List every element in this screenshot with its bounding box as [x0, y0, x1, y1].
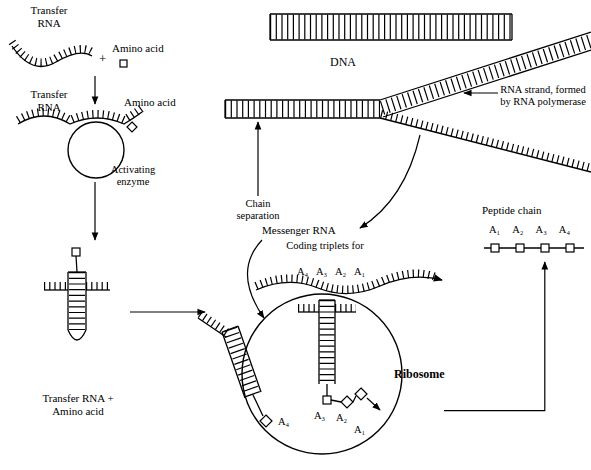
node-label: Ribosome — [394, 368, 445, 382]
trna-stem — [253, 395, 263, 416]
enzyme-circle: Activating enzyme — [64, 120, 160, 192]
peptide-bond — [331, 400, 341, 402]
trna-bases — [44, 282, 68, 290]
trna-arm — [198, 318, 226, 337]
trna-strand — [68, 271, 86, 272]
trna-base-pairs — [320, 300, 335, 384]
amino-acid-label: A₁ — [354, 424, 365, 436]
flow-arrow — [367, 398, 380, 410]
dna-end — [224, 100, 225, 118]
dna-strand — [225, 117, 380, 118]
trna-bases — [18, 108, 142, 120]
dna-end — [269, 14, 270, 40]
trna-arm — [86, 289, 110, 290]
trna-strand — [319, 299, 335, 300]
trna-strand — [238, 326, 261, 392]
molecule-label: Transfer RNA — [20, 4, 78, 29]
trna-bases — [298, 304, 319, 312]
dna-strand — [225, 99, 380, 100]
flow-arrow — [130, 311, 205, 312]
flow-arrow — [360, 135, 420, 228]
amino-acid-symbol — [323, 396, 331, 404]
trna-bases — [12, 42, 92, 62]
trna-strand — [85, 272, 86, 330]
amino-acid-symbol — [72, 248, 80, 256]
amino-acid-label: A₂ — [336, 412, 347, 424]
molecule-label: Transfer RNA + Amino acid — [38, 392, 118, 417]
mrna-strand — [256, 277, 442, 293]
node-label: Activating enzyme — [106, 164, 160, 188]
dna-end — [511, 14, 512, 40]
amino-acid-symbol — [491, 244, 499, 252]
molecule-label: Transfer RNA — [20, 88, 78, 113]
amino-acid-symbol — [516, 244, 524, 252]
rna-base-pairs — [382, 41, 591, 108]
flow-arrow — [444, 262, 545, 411]
amino-acid-label: A₁ — [354, 266, 365, 278]
trna-bases — [200, 314, 228, 333]
amino-acid-label: A₃ — [316, 266, 327, 278]
amino-acid-label: A₃ — [314, 410, 325, 422]
amino-acid-label: A₂ — [335, 266, 346, 278]
trna-arm — [44, 289, 68, 290]
amino-acid-symbol — [541, 244, 549, 252]
plus-sign: + — [99, 52, 106, 67]
rna-strand — [383, 50, 591, 117]
dna-base-pairs — [270, 15, 512, 40]
trna-strand — [222, 326, 238, 332]
trna-base-pairs — [69, 272, 85, 330]
trna-loop — [68, 330, 86, 340]
node-outline-circle — [242, 294, 402, 454]
flow-arrow — [94, 182, 95, 240]
amino-acid-symbol — [341, 396, 353, 408]
dna-strand — [270, 39, 512, 40]
molecule-label: Amino acid — [124, 96, 176, 109]
amino-acid-symbol — [355, 388, 367, 400]
amino-acid-label: A₄ — [297, 266, 308, 278]
amino-acid-symbol — [127, 122, 137, 132]
ribosome-circle: Ribosome — [240, 292, 444, 458]
amino-acid-labels: A₁ A₂ A₃ A₄ — [489, 224, 570, 236]
callout-label: RNA strand, formed by RNA polymerase — [500, 84, 586, 108]
trna-bases — [335, 304, 356, 312]
flow-arrow — [247, 240, 264, 318]
peptide-bond — [353, 396, 356, 402]
molecule-label: Amino acid — [112, 42, 164, 55]
trna-strand — [67, 272, 68, 330]
node-label: DNA — [330, 56, 356, 70]
callout-label: Chain separation — [226, 198, 290, 222]
dna-strand — [270, 13, 512, 14]
trna-strand — [222, 332, 245, 398]
leader-arrow — [464, 92, 498, 93]
flow-arrow — [94, 76, 95, 104]
peptide-chain: Peptide chain A₁ A₂ A₃ A₄ — [480, 204, 588, 262]
amino-acid-symbol — [120, 60, 127, 67]
trna-stem — [326, 384, 327, 396]
dna-band: DNA — [268, 6, 514, 72]
molecule-label: Messenger RNA — [262, 224, 336, 237]
dna-base-pairs — [225, 101, 380, 118]
node-label: Peptide chain — [482, 204, 542, 217]
leader-arrow — [257, 122, 258, 196]
amino-acid-label: A₄ — [278, 416, 289, 428]
trna-stem — [76, 256, 77, 272]
amino-acid-symbol — [260, 415, 272, 427]
amino-acid-symbol — [566, 244, 574, 252]
callout-label: Coding triplets for — [283, 240, 367, 252]
trna-bases — [86, 282, 110, 290]
